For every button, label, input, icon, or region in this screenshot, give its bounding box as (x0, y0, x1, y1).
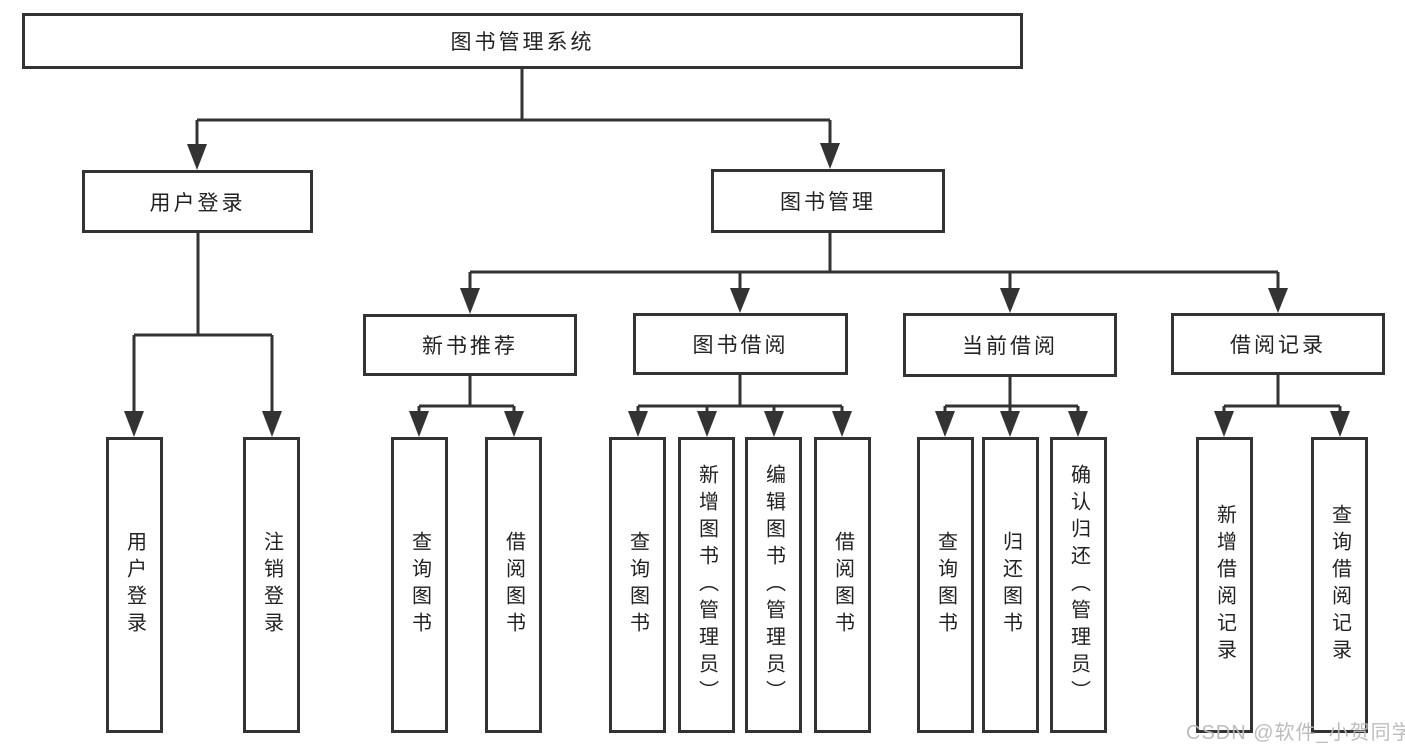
leaf-bb-edit-books: 编辑图书（管理员） (745, 437, 802, 733)
node-borrowing-records: 借阅记录 (1171, 313, 1385, 375)
leaf-br-query-record-label: 查询借阅记录 (1328, 504, 1351, 666)
leaf-cb-return-books-label: 归还图书 (999, 531, 1022, 639)
node-new-book-recommend: 新书推荐 (363, 314, 577, 376)
leaf-bb-add-books-label: 新增图书（管理员） (695, 463, 718, 707)
leaf-cb-return-books: 归还图书 (982, 437, 1039, 733)
leaf-cb-confirm-return: 确认归还（管理员） (1050, 437, 1107, 733)
leaf-logout-label: 注销登录 (260, 531, 283, 639)
leaf-cb-query-books-label: 查询图书 (934, 531, 957, 639)
leaf-nb-borrow-books: 借阅图书 (485, 437, 542, 733)
leaf-br-add-record-label: 新增借阅记录 (1213, 504, 1236, 666)
leaf-bb-borrow-books-label: 借阅图书 (831, 531, 854, 639)
leaf-cb-confirm-return-label: 确认归还（管理员） (1067, 463, 1090, 707)
watermark: CSDN @软件_小贺同学 (1186, 722, 1405, 744)
leaf-bb-borrow-books: 借阅图书 (814, 437, 871, 733)
leaf-br-add-record: 新增借阅记录 (1196, 437, 1253, 733)
leaf-bb-add-books: 新增图书（管理员） (678, 437, 735, 733)
node-user-login: 用户登录 (82, 170, 313, 233)
leaf-bb-edit-books-label: 编辑图书（管理员） (762, 463, 785, 707)
leaf-logout: 注销登录 (243, 437, 300, 733)
leaf-br-query-record: 查询借阅记录 (1311, 437, 1368, 733)
leaf-bb-query-books-label: 查询图书 (626, 531, 649, 639)
leaf-nb-borrow-books-label: 借阅图书 (502, 531, 525, 639)
leaf-nb-query-books-label: 查询图书 (408, 531, 431, 639)
leaf-cb-query-books: 查询图书 (917, 437, 974, 733)
leaf-nb-query-books: 查询图书 (391, 437, 448, 733)
leaf-user-login: 用户登录 (106, 437, 163, 733)
node-current-borrowing: 当前借阅 (903, 313, 1117, 377)
leaf-user-login-label: 用户登录 (123, 531, 146, 639)
arrowhead-icons (124, 143, 1350, 437)
node-book-management: 图书管理 (711, 169, 945, 233)
node-book-borrowing: 图书借阅 (633, 313, 848, 375)
leaf-bb-query-books: 查询图书 (609, 437, 666, 733)
node-root-system: 图书管理系统 (22, 13, 1023, 69)
